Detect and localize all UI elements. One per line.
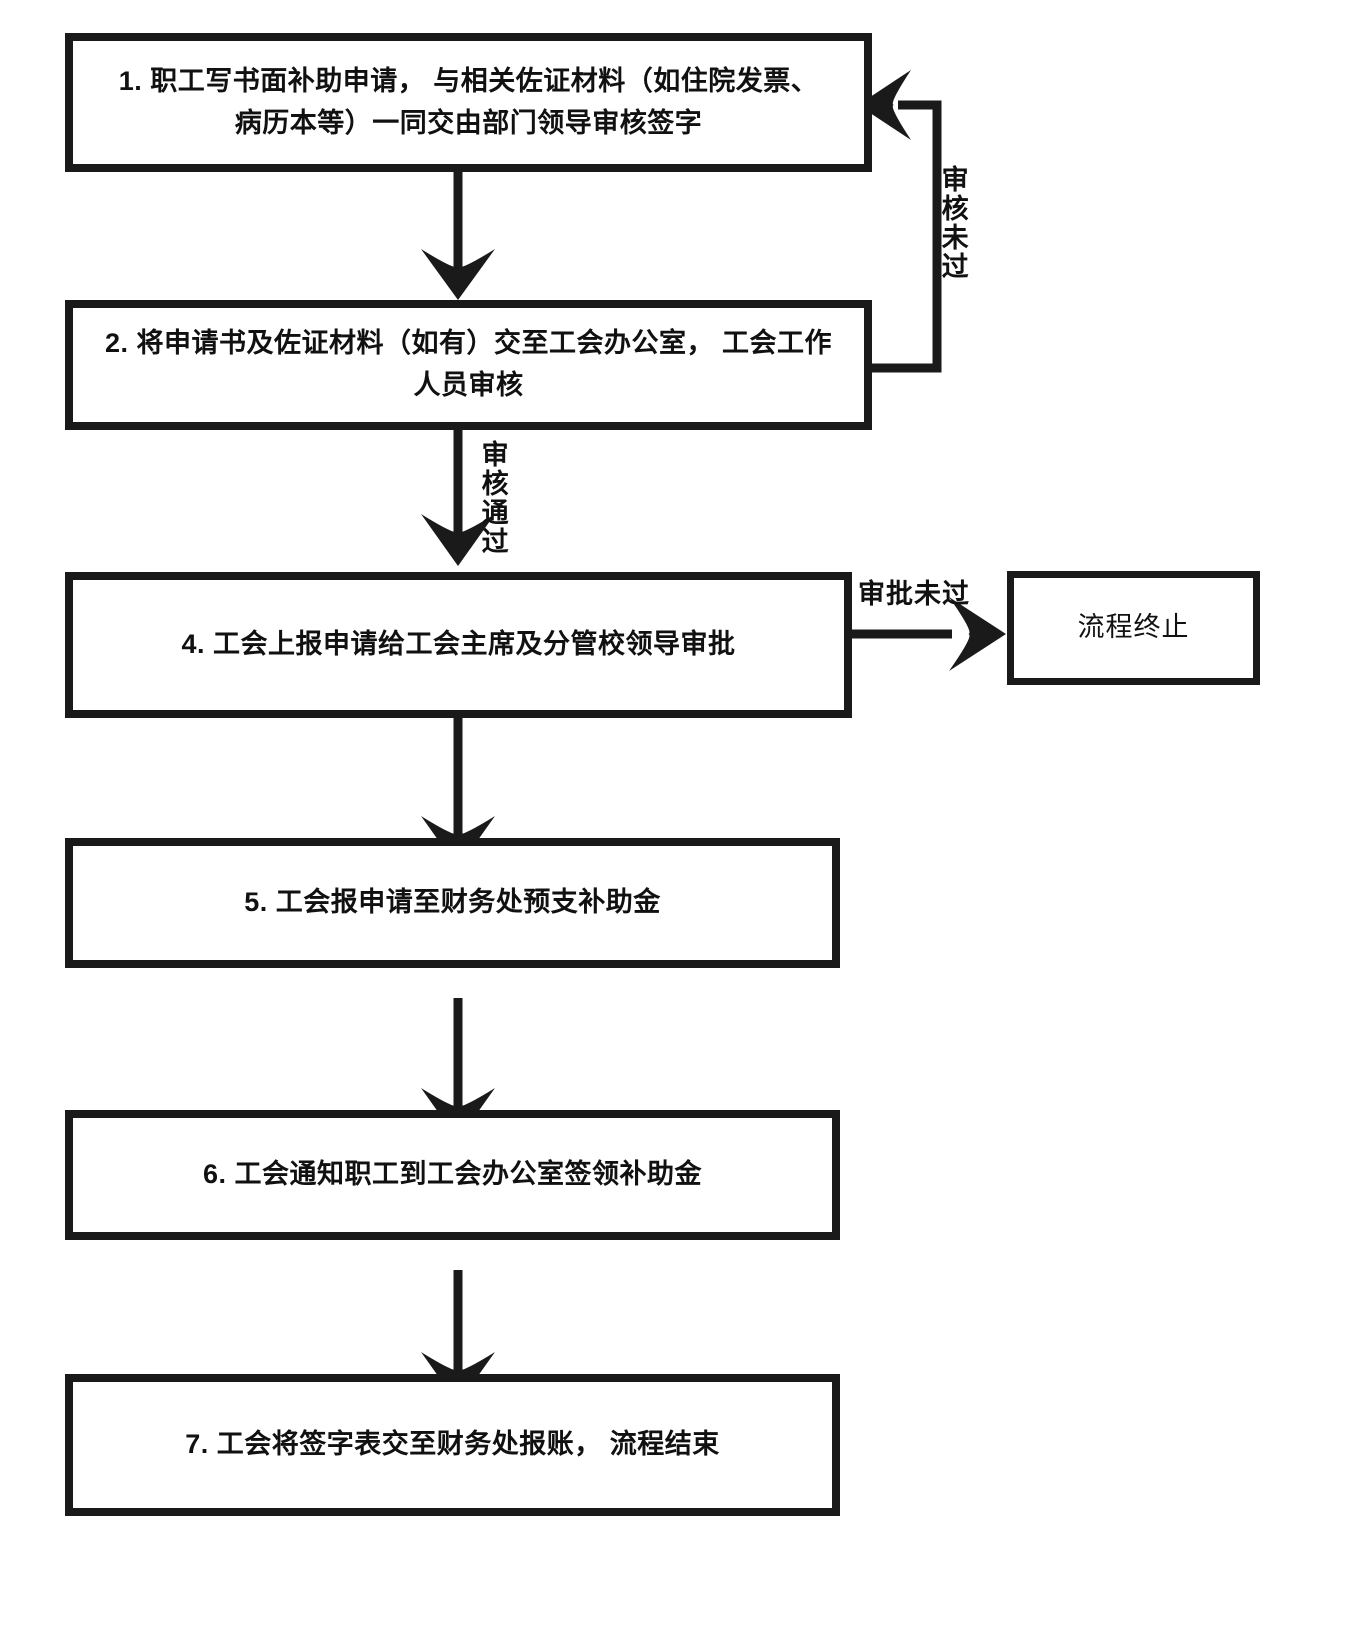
connector-step1-to-step2: [421, 172, 495, 300]
node-step7[interactable]: 7. 工会将签字表交至财务处报账， 流程结束: [65, 1374, 840, 1516]
node-step1-label: 1. 职工写书面补助申请， 与相关佐证材料（如住院发票、 病历本等）一同交由部门…: [118, 65, 819, 138]
node-process-terminated-label: 流程终止: [1077, 612, 1190, 643]
node-step6[interactable]: 6. 工会通知职工到工会办公室签领补助金: [65, 1110, 840, 1240]
node-step4[interactable]: 4. 工会上报申请给工会主席及分管校领导审批: [65, 572, 852, 718]
node-process-terminated[interactable]: 流程终止: [1007, 571, 1260, 685]
node-step5-label: 5. 工会报申请至财务处预支补助金: [244, 887, 661, 918]
edge-label-review-failed: 审核未过: [937, 165, 968, 281]
node-step7-label: 7. 工会将签字表交至财务处报账， 流程结束: [185, 1429, 720, 1460]
node-step4-label: 4. 工会上报申请给工会主席及分管校领导审批: [181, 629, 736, 660]
edge-label-review-passed: 审核通过: [477, 440, 508, 556]
node-step6-label: 6. 工会通知职工到工会办公室签领补助金: [202, 1159, 703, 1190]
node-step2[interactable]: 2. 将申请书及佐证材料（如有）交至工会办公室， 工会工作 人员审核: [65, 300, 872, 430]
node-step2-label: 2. 将申请书及佐证材料（如有）交至工会办公室， 工会工作 人员审核: [104, 328, 833, 400]
node-step1[interactable]: 1. 职工写书面补助申请， 与相关佐证材料（如住院发票、 病历本等）一同交由部门…: [65, 33, 872, 172]
node-step5[interactable]: 5. 工会报申请至财务处预支补助金: [65, 838, 840, 968]
edge-label-approval-failed: 审批未过: [858, 579, 970, 609]
